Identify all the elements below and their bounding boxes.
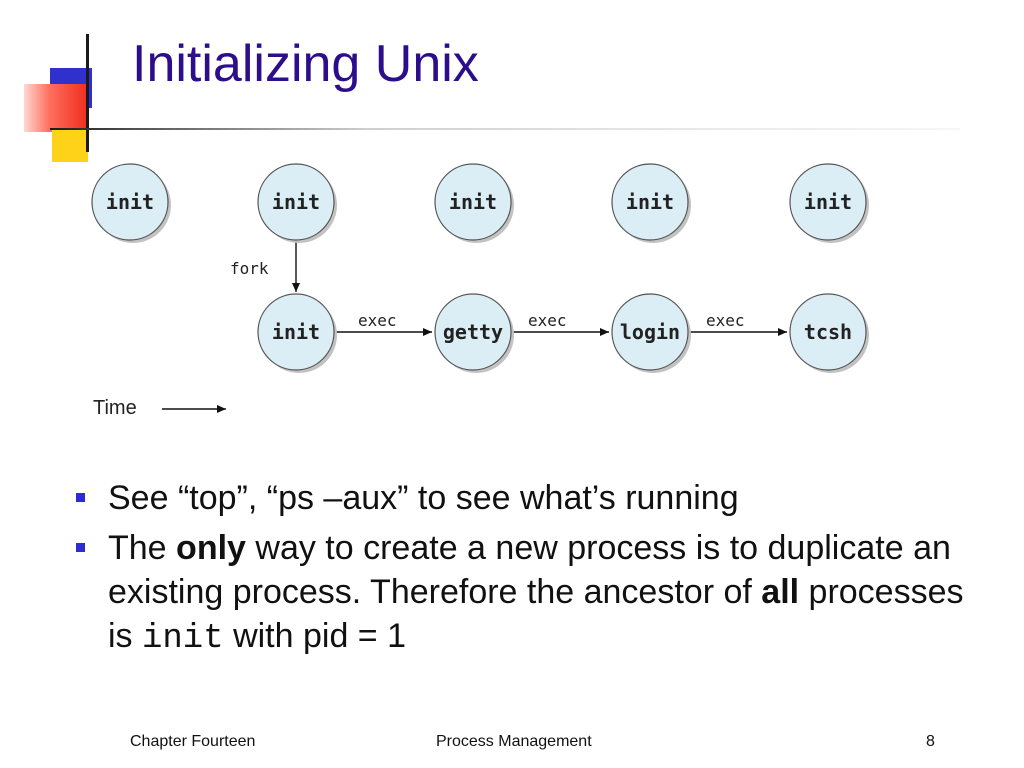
footer-page-number: 8 [926, 733, 935, 750]
logo-red-square [24, 84, 86, 132]
bullet-text-part: processes is [108, 573, 964, 655]
node-getty: getty [434, 293, 514, 373]
bullet-list: See “top”, “ps –aux” to see what’s runni… [72, 476, 972, 667]
bullet-square-icon [76, 493, 85, 502]
edge-label-exec-1: exec [358, 311, 397, 330]
edge-label-exec-3: exec [706, 311, 745, 330]
svg-text:init: init [626, 190, 674, 214]
logo-vertical-rule [86, 34, 89, 152]
bullet-text-part: The [108, 529, 177, 567]
svg-text:init: init [272, 320, 320, 344]
emphasis-all: all [761, 573, 800, 611]
node-init-t1: init [257, 163, 337, 243]
svg-text:getty: getty [443, 320, 503, 344]
bullet-text: See “top”, “ps –aux” to see what’s runni… [108, 479, 739, 517]
bullet-text-part: with pid = 1 [223, 617, 407, 655]
footer-chapter: Chapter Fourteen [130, 733, 256, 750]
node-login: login [611, 293, 691, 373]
svg-text:tcsh: tcsh [804, 320, 852, 344]
bullet-item-1: See “top”, “ps –aux” to see what’s runni… [72, 476, 972, 520]
svg-text:init: init [272, 190, 320, 214]
bullet-text-part: way to create a new process is to duplic… [108, 529, 951, 611]
edge-label-exec-2: exec [528, 311, 567, 330]
footer-topic: Process Management [436, 733, 592, 750]
svg-text:init: init [106, 190, 154, 214]
edge-label-fork: fork [230, 259, 269, 278]
bullet-square-icon [76, 543, 85, 552]
emphasis-only: only [176, 529, 246, 567]
node-init-child: init [257, 293, 337, 373]
node-init-t2: init [434, 163, 514, 243]
node-init-t4: init [789, 163, 869, 243]
time-label: Time [93, 397, 137, 419]
process-diagram: fork exec exec exec init init init init [91, 163, 869, 419]
node-tcsh: tcsh [789, 293, 869, 373]
node-init-t3: init [611, 163, 691, 243]
slide-title: Initializing Unix [132, 35, 479, 93]
logo-yellow-square [52, 128, 88, 162]
code-init: init [142, 620, 224, 658]
svg-text:login: login [620, 320, 680, 344]
svg-text:init: init [449, 190, 497, 214]
title-underline-rule [50, 128, 960, 130]
bullet-item-2: The only way to create a new process is … [72, 526, 972, 661]
node-init-t0: init [91, 163, 171, 243]
svg-text:init: init [804, 190, 852, 214]
